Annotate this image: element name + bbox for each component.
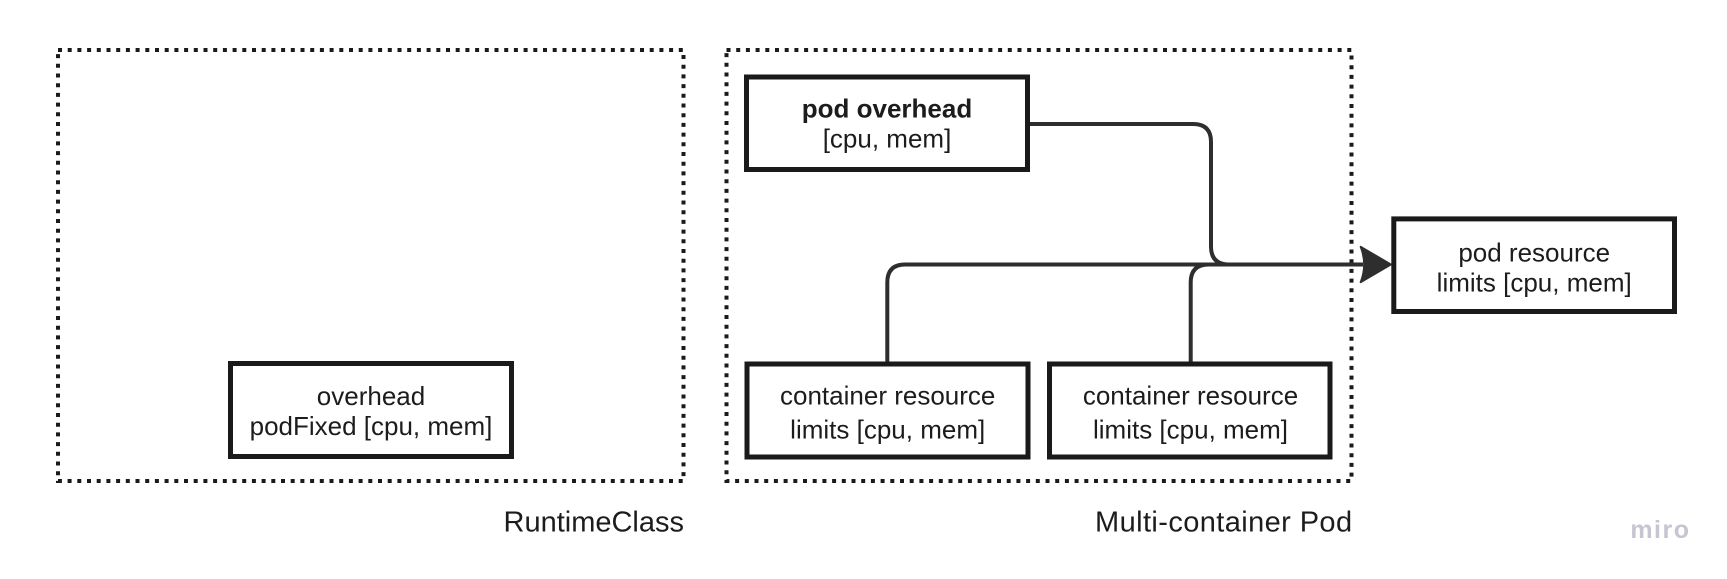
- svg-text:container resource: container resource: [780, 380, 995, 410]
- svg-text:Multi-container Pod: Multi-container Pod: [1095, 507, 1352, 539]
- svg-text:limits [cpu, mem]: limits [cpu, mem]: [1437, 268, 1632, 298]
- svg-text:container resource: container resource: [1083, 380, 1298, 410]
- svg-text:limits [cpu, mem]: limits [cpu, mem]: [1093, 414, 1288, 444]
- svg-text:miro: miro: [1630, 516, 1690, 544]
- svg-text:pod overhead: pod overhead: [802, 94, 972, 124]
- svg-text:limits [cpu, mem]: limits [cpu, mem]: [790, 414, 985, 444]
- svg-text:RuntimeClass: RuntimeClass: [504, 507, 685, 539]
- svg-text:pod resource: pod resource: [1458, 238, 1610, 268]
- svg-text:[cpu, mem]: [cpu, mem]: [823, 124, 952, 154]
- svg-text:overhead: overhead: [317, 381, 425, 411]
- svg-text:podFixed [cpu, mem]: podFixed [cpu, mem]: [250, 411, 493, 441]
